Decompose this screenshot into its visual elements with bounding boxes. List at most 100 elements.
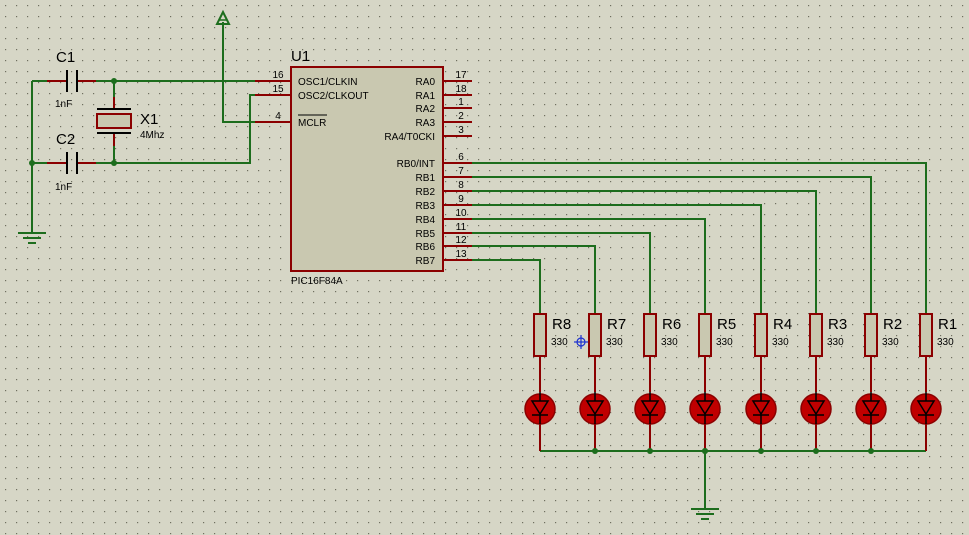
led-icon[interactable] bbox=[745, 392, 777, 451]
resistor-value: 330 bbox=[882, 337, 899, 348]
pin-label: RA4/T0CKI bbox=[384, 132, 435, 143]
resistor-ref: R5 bbox=[717, 316, 736, 333]
junction-dot bbox=[702, 448, 708, 454]
resistor-value: 330 bbox=[937, 337, 954, 348]
junction-dot bbox=[592, 448, 598, 454]
crystal-ref: X1 bbox=[140, 111, 158, 128]
pin-label: RB4 bbox=[416, 215, 436, 226]
pin-label: MCLR bbox=[298, 118, 326, 129]
pin-number: 17 bbox=[455, 70, 467, 81]
resistor-ref: R1 bbox=[938, 316, 957, 333]
resistor-ref: R2 bbox=[883, 316, 902, 333]
resistor-ref: R8 bbox=[552, 316, 571, 333]
chip-part: PIC16F84A bbox=[291, 276, 343, 287]
pin-label: RB2 bbox=[416, 187, 436, 198]
led-icon[interactable] bbox=[910, 392, 942, 451]
wires bbox=[31, 22, 926, 508]
pin-number: 12 bbox=[455, 235, 467, 246]
resistor-value: 330 bbox=[772, 337, 789, 348]
capacitor-c1[interactable]: C1 1nF bbox=[47, 49, 96, 110]
resistor-value: 330 bbox=[661, 337, 678, 348]
power-terminal-icon[interactable] bbox=[215, 9, 231, 25]
pin-label: RB5 bbox=[416, 229, 436, 240]
led-icon[interactable] bbox=[855, 392, 887, 451]
led-icon[interactable] bbox=[634, 392, 666, 451]
pin-label: RB3 bbox=[416, 201, 436, 212]
pin-number: 11 bbox=[456, 222, 467, 233]
pin-label: OSC2/CLKOUT bbox=[298, 91, 369, 102]
pin-label: RB7 bbox=[416, 256, 436, 267]
pin-number: 13 bbox=[455, 249, 467, 260]
pin-number: 1 bbox=[458, 97, 464, 108]
resistor-ref: R7 bbox=[607, 316, 626, 333]
led-icon[interactable] bbox=[689, 392, 721, 451]
rb-wires bbox=[472, 162, 927, 313]
pin-label: RA3 bbox=[416, 118, 436, 129]
crystal-x1[interactable]: X1 4Mhz bbox=[96, 97, 164, 146]
led-icon[interactable] bbox=[524, 392, 556, 451]
pin-number: 3 bbox=[458, 125, 464, 136]
junction-dot bbox=[868, 448, 874, 454]
pin-label: OSC1/CLKIN bbox=[298, 77, 357, 88]
pin-number: 4 bbox=[275, 111, 281, 122]
microcontroller-u1[interactable]: U1 PIC16F84A 16OSC1/CLKIN15OSC2/CLKOUT4M… bbox=[255, 48, 472, 287]
resistor-value: 330 bbox=[716, 337, 733, 348]
junction-dot bbox=[758, 448, 764, 454]
ground-icon[interactable] bbox=[691, 508, 719, 520]
capacitor-value: 1nF bbox=[55, 99, 72, 110]
pin-number: 15 bbox=[272, 84, 284, 95]
capacitor-c2[interactable]: C2 1nF bbox=[47, 131, 96, 193]
capacitor-ref: C2 bbox=[56, 131, 75, 148]
pin-label: RA0 bbox=[416, 77, 436, 88]
pin-label: RA1 bbox=[416, 91, 436, 102]
pin-number: 6 bbox=[458, 152, 464, 163]
chip-ref: U1 bbox=[291, 48, 310, 65]
pin-number: 10 bbox=[455, 208, 467, 219]
pin-label: RB6 bbox=[416, 242, 436, 253]
junction-dot bbox=[813, 448, 819, 454]
ground-icon[interactable] bbox=[18, 232, 46, 244]
capacitor-ref: C1 bbox=[56, 49, 75, 66]
resistor-ref: R4 bbox=[773, 316, 792, 333]
resistor-value: 330 bbox=[827, 337, 844, 348]
junction-dot bbox=[647, 448, 653, 454]
led-icon[interactable] bbox=[579, 392, 611, 451]
resistor-ref: R3 bbox=[828, 316, 847, 333]
pin-label: RA2 bbox=[416, 104, 436, 115]
pin-number: 16 bbox=[272, 70, 284, 81]
pin-label: RB1 bbox=[416, 173, 436, 184]
capacitor-value: 1nF bbox=[55, 182, 72, 193]
resistor-value: 330 bbox=[606, 337, 623, 348]
pin-number: 7 bbox=[458, 166, 464, 177]
resistor-value: 330 bbox=[551, 337, 568, 348]
led-icon[interactable] bbox=[800, 392, 832, 451]
pin-number: 9 bbox=[458, 194, 464, 205]
crystal-value: 4Mhz bbox=[140, 130, 164, 141]
